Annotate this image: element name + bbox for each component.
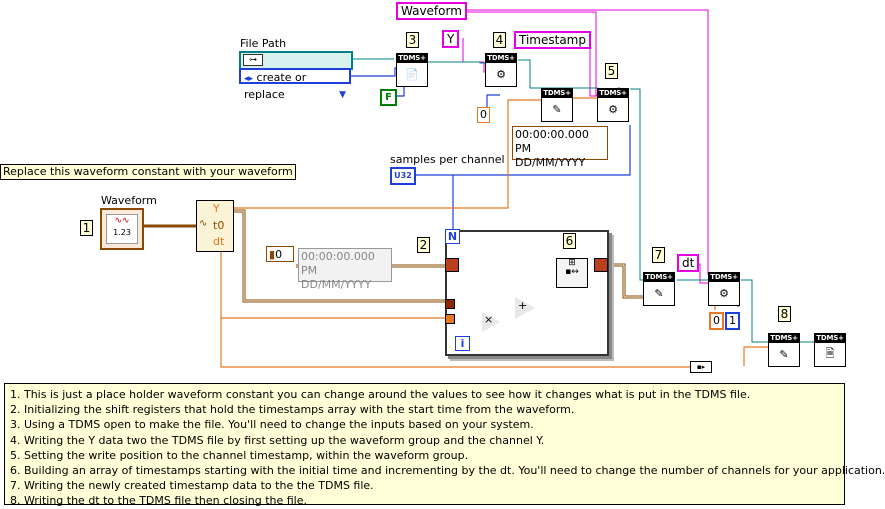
tdms-property-icon: ⚙ (719, 287, 729, 300)
zero-constant-a: 0 (477, 107, 490, 123)
open-file-icon: 📄 (405, 68, 419, 81)
samples-per-channel-control[interactable]: U32 (390, 167, 416, 185)
loop-count-terminal: N (445, 229, 460, 244)
samples-per-channel-label: samples per channel (390, 153, 505, 166)
y-string-constant: Y (442, 30, 460, 48)
waveform-string-constant: Waveform (396, 2, 467, 20)
tdms-close-node: TDMS+🗎 (814, 333, 846, 367)
unbundle-waveform-node: ∿ Y t0 dt (196, 200, 234, 252)
add-symbol: + (518, 299, 528, 312)
multiply-node (482, 312, 500, 332)
note-line: 4. Writing the Y data two the TDMS file … (10, 433, 545, 447)
wire-bundle-node: ▪▸ (690, 361, 712, 373)
notes-comment-box: 1. This is just a place holder waveform … (4, 383, 885, 508)
browse-icon[interactable]: ⊶ (243, 54, 263, 66)
loop-iteration-terminal: i (455, 336, 470, 351)
tdms-set-properties-y-node: TDMS+⚙ (485, 53, 517, 87)
enum-arrow-icon: ◂▸ (244, 74, 254, 84)
tdms-write-y-node: TDMS+✎ (541, 88, 573, 122)
tdms-property-icon: ⚙ (608, 103, 618, 116)
shift-register-left (445, 258, 459, 272)
tunnel-timestamp (445, 299, 455, 309)
step-label-2: 2 (417, 237, 430, 253)
tunnel-dt (445, 314, 455, 324)
pencil-icon: ✎ (779, 348, 789, 361)
step-label-3: 3 (406, 32, 419, 48)
step-label-1: 1 (80, 220, 93, 236)
waveform-constant[interactable]: ∿∿1.23 (100, 208, 144, 250)
multiply-symbol: × (484, 313, 494, 326)
note-line: 6. Building an array of timestamps start… (10, 464, 885, 478)
zero-constant-b: 0 (709, 312, 724, 330)
replace-array-subset-node: ⊞▪↔ (556, 258, 588, 288)
step-label-4: 4 (493, 32, 506, 48)
chevron-down-icon: ▼ (339, 90, 346, 100)
pencil-icon: ✎ (654, 287, 664, 300)
note-line: 3. Using a TDMS open to make the file. Y… (10, 418, 534, 432)
waveform-label: Waveform (101, 194, 157, 207)
waveform-graph-icon: ∿∿1.23 (106, 214, 138, 244)
one-constant: 1 (725, 312, 740, 330)
tdms-set-properties-dt-node: TDMS+⚙ (708, 272, 740, 306)
note-line: 8. Writing the dt to the TDMS file then … (10, 494, 307, 508)
tdms-set-position-node: TDMS+⚙ (597, 88, 629, 122)
step-label-6: 6 (563, 233, 576, 249)
file-path-label: File Path (240, 37, 287, 50)
array-index-constant: ▮0 (266, 246, 294, 262)
timestamp-display: 00:00:00.000 PM DD/MM/YYYY (512, 126, 608, 169)
replace-waveform-comment: Replace this waveform constant with your… (0, 164, 296, 180)
timestamp-string-constant: Timestamp (514, 31, 591, 49)
step-label-8: 8 (778, 306, 791, 322)
note-line: 2. Initializing the shift registers that… (10, 403, 575, 417)
waveform-small-icon: ∿ (199, 218, 208, 229)
step-label-7: 7 (652, 247, 665, 263)
note-line: 7. Writing the newly created timestamp d… (10, 479, 374, 493)
tdms-write-timestamp-node: TDMS+✎ (643, 272, 675, 306)
boolean-false-constant: F (380, 89, 397, 106)
shift-register-right (594, 258, 608, 272)
note-line: 1. This is just a place holder waveform … (10, 388, 751, 401)
add-node (515, 297, 535, 319)
tdms-write-dt-node: TDMS+✎ (768, 333, 800, 367)
close-file-icon: 🗎 (825, 347, 835, 360)
tdms-open-node: TDMS+📄 (396, 53, 428, 87)
tdms-property-icon: ⚙ (496, 68, 506, 81)
dt-string-constant: dt (677, 254, 700, 272)
timestamp-array-constant: 00:00:00.000 PM DD/MM/YYYY (298, 248, 392, 291)
note-line: 5. Setting the write position to the cha… (10, 448, 469, 462)
for-loop-frame (445, 230, 609, 356)
step-label-5: 5 (605, 63, 618, 79)
pencil-icon: ✎ (552, 103, 562, 116)
create-mode-enum[interactable]: ◂▸ create or replace ▼ (239, 68, 351, 101)
